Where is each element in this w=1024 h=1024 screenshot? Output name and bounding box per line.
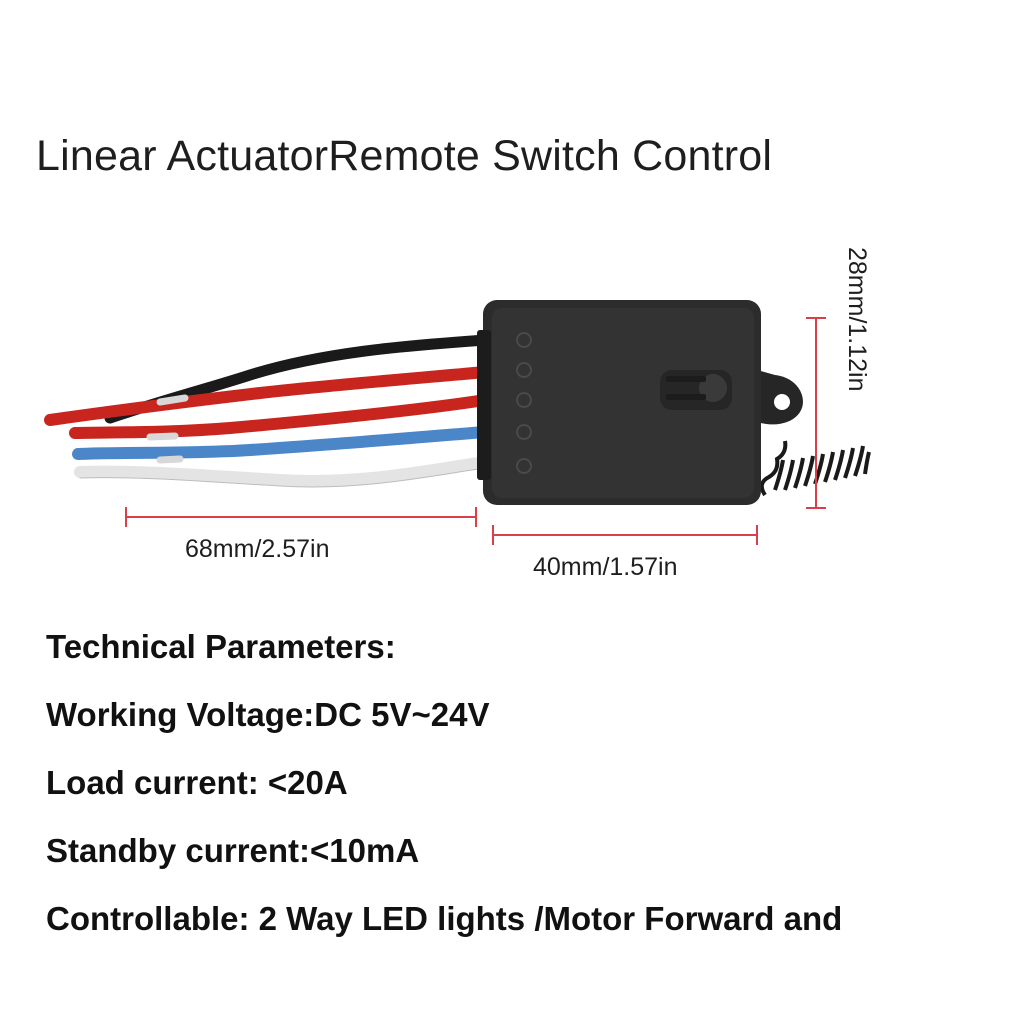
wires (44, 334, 491, 488)
spec-load-current: Load current: <20A (46, 764, 348, 801)
technical-parameters: Technical Parameters: Working Voltage:DC… (46, 630, 842, 970)
body-height-label: 28mm/1.12in (843, 247, 871, 392)
body-width-label: 40mm/1.57in (533, 553, 678, 581)
wire-length-label: 68mm/2.57in (185, 535, 330, 563)
spec-voltage: Working Voltage:DC 5V~24V (46, 696, 490, 733)
product-title: Linear ActuatorRemote Switch Control (36, 132, 773, 180)
white-wire (74, 456, 491, 487)
antenna-coil (759, 440, 871, 497)
product-illustration (44, 300, 871, 545)
blue-wire (72, 426, 491, 460)
red-wire-2 (69, 394, 491, 439)
red-wire-1 (44, 366, 491, 426)
spec-controllable: Controllable: 2 Way LED lights /Motor Fo… (46, 900, 843, 937)
specs-heading: Technical Parameters: (46, 628, 396, 665)
controller-housing (477, 300, 803, 505)
spec-standby-current: Standby current:<10mA (46, 832, 420, 869)
dimension-lines (125, 317, 826, 545)
